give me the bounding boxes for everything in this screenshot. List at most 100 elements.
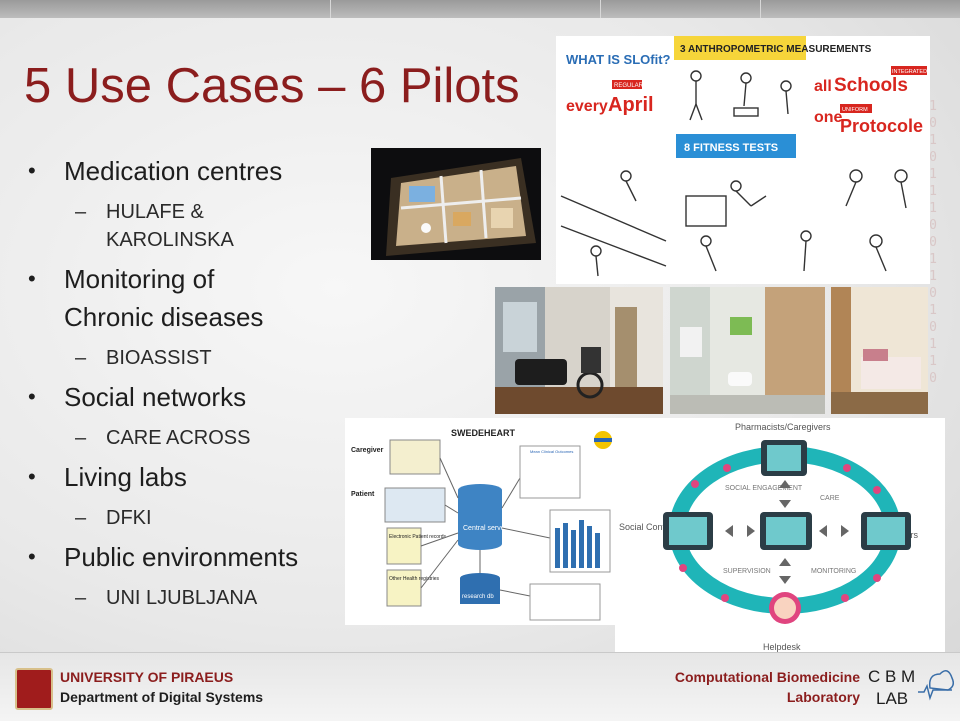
dash-glyph: –: [75, 507, 87, 529]
bullet-label: Monitoring of: [64, 264, 215, 294]
helpdesk-label: Helpdesk: [763, 642, 801, 652]
caregiver-label: Caregiver: [351, 447, 384, 454]
binary-digit: 1: [929, 133, 937, 148]
footer-bar: [0, 652, 960, 721]
sub-bullet-label: UNI LJUBLJANA: [106, 587, 258, 609]
sub-bullet: –UNI LJUBLJANA: [28, 584, 348, 612]
dash-glyph: –: [75, 587, 87, 609]
slofit-schools: Schools: [834, 75, 908, 96]
sub-bullet-label: KAROLINSKA: [106, 229, 234, 251]
dash-glyph: –: [75, 427, 87, 449]
sub-bullet-label: CARE ACROSS: [106, 427, 251, 449]
department-label: Department of Digital Systems: [60, 689, 264, 705]
slofit-regular: REGULAR: [614, 83, 644, 89]
sub-bullet: –DFKI: [28, 504, 348, 532]
binary-digit: 1: [929, 167, 937, 182]
binary-digit: 1: [929, 354, 937, 369]
bullet-medication: • Medication centres: [28, 152, 348, 190]
sub-bullet-label: BIOASSIST: [106, 347, 212, 369]
swedeheart-diagram: SWEDEHEART Caregiver Patient Electronic …: [345, 418, 615, 625]
binary-digit: 1: [929, 184, 937, 199]
bullet-label: Living labs: [64, 462, 187, 492]
binary-digit: 0: [929, 235, 937, 250]
cbm-lab-logo: C B M LAB: [866, 662, 955, 708]
sub-bullet-label: DFKI: [106, 507, 152, 529]
university-crest-icon: [15, 668, 53, 710]
research-db-label: research db: [462, 594, 494, 600]
dash-glyph: –: [75, 347, 87, 369]
bathroom-image: [670, 287, 825, 414]
sub-bullet-label: HULAFE &: [106, 201, 204, 223]
binary-digit: 0: [929, 320, 937, 335]
slofit-april: April: [608, 94, 654, 116]
living-room-photo: [495, 287, 663, 414]
binary-digit: 1: [929, 252, 937, 267]
slofit-every: every: [566, 98, 608, 115]
bedroom-photo: [831, 287, 928, 414]
sub-bullet: –HULAFE &: [28, 198, 348, 226]
care-across-illustration: Pharmacists/Caregivers Doctors Social Co…: [615, 418, 945, 654]
living-room-image: [495, 287, 663, 414]
monitoring-label: MONITORING: [811, 568, 856, 575]
slofit-all: all: [814, 78, 832, 95]
social-engagement-label: SOCIAL ENGAGEMENT: [725, 485, 803, 492]
bathroom-photo: [670, 287, 825, 414]
lab-name: Computational Biomedicine Laboratory: [660, 667, 860, 707]
swedeheart-title: SWEDEHEART: [451, 428, 516, 438]
chart-title: Mean Clinical Outcomes: [530, 449, 573, 454]
medication-centre-photo: [371, 148, 541, 260]
bullet-list: •Medication centres –HULAFE & KAROLINSKA…: [28, 152, 348, 618]
bedroom-image: [831, 287, 928, 414]
binary-digit: 0: [929, 116, 937, 131]
university-label: UNIVERSITY OF PIRAEUS: [60, 669, 234, 685]
binary-digit: 0: [929, 286, 937, 301]
university-name: UNIVERSITY OF PIRAEUS Department of Digi…: [60, 667, 263, 707]
slofit-fitness: 8 FITNESS TESTS: [684, 142, 778, 154]
binary-digit: 1: [929, 337, 937, 352]
binary-digit: 1: [929, 201, 937, 216]
binary-digit: 0: [929, 150, 937, 165]
top-bar: [0, 0, 960, 18]
bullet-glyph: •: [28, 544, 36, 569]
slofit-integrated: INTEGRATED: [892, 69, 927, 75]
binary-digit: 1: [929, 303, 937, 318]
slide-title: 5 Use Cases – 6 Pilots: [24, 59, 520, 113]
bullet-public: • Public environments: [28, 538, 348, 576]
bullet-label: Chronic diseases: [64, 302, 264, 332]
slofit-what: WHAT IS SLOfit?: [566, 52, 671, 67]
bullet-label: Medication centres: [64, 156, 283, 186]
care-across-diagram: Pharmacists/Caregivers Doctors Social Co…: [615, 418, 945, 654]
binary-digit: 0: [929, 371, 937, 386]
bullet-glyph: •: [28, 158, 36, 183]
bullet-living-labs: • Living labs: [28, 458, 348, 496]
central-server-label: Central server: [463, 525, 508, 532]
epr-label: Electronic Patient records: [389, 534, 446, 540]
bullet-social: •Social networks: [28, 378, 348, 416]
bullet-glyph: •: [28, 384, 36, 409]
lab-line1: Computational Biomedicine: [674, 669, 860, 685]
patient-label: Patient: [351, 491, 375, 498]
slofit-measurements: 3 ANTHROPOMETRIC MEASUREMENTS: [680, 44, 872, 55]
care-label: CARE: [820, 495, 840, 502]
slofit-infographic: WHAT IS SLOfit? every April REGULAR 3 AN…: [556, 36, 930, 284]
lab-line2: Laboratory: [786, 689, 860, 705]
swedeheart-illustration: SWEDEHEART Caregiver Patient Electronic …: [345, 418, 615, 625]
apartment-model-image: [371, 148, 541, 260]
bullet-label: Public environments: [64, 542, 299, 572]
social-contacts-label: Social Contacts: [619, 522, 682, 532]
bullet-glyph: •: [28, 464, 36, 489]
cbm-logo-graphic: C B M LAB: [868, 667, 955, 708]
pharmacists-label: Pharmacists/Caregivers: [735, 422, 831, 432]
bullet-monitoring-line2: Chronic diseases: [28, 298, 348, 336]
binary-digit: 1: [929, 269, 937, 284]
bullet-monitoring: • Monitoring of: [28, 260, 348, 298]
supervision-label: SUPERVISION: [723, 568, 771, 575]
cbm-logo-top: C B M: [868, 667, 915, 686]
bullet-glyph: •: [28, 266, 36, 291]
sub-bullet-cont: KAROLINSKA: [28, 226, 348, 254]
registries-label: Other Health registries: [389, 576, 440, 582]
sub-bullet: –CARE ACROSS: [28, 424, 348, 452]
slofit-protocol: Protocole: [840, 116, 923, 136]
binary-digit: 1: [929, 99, 937, 114]
